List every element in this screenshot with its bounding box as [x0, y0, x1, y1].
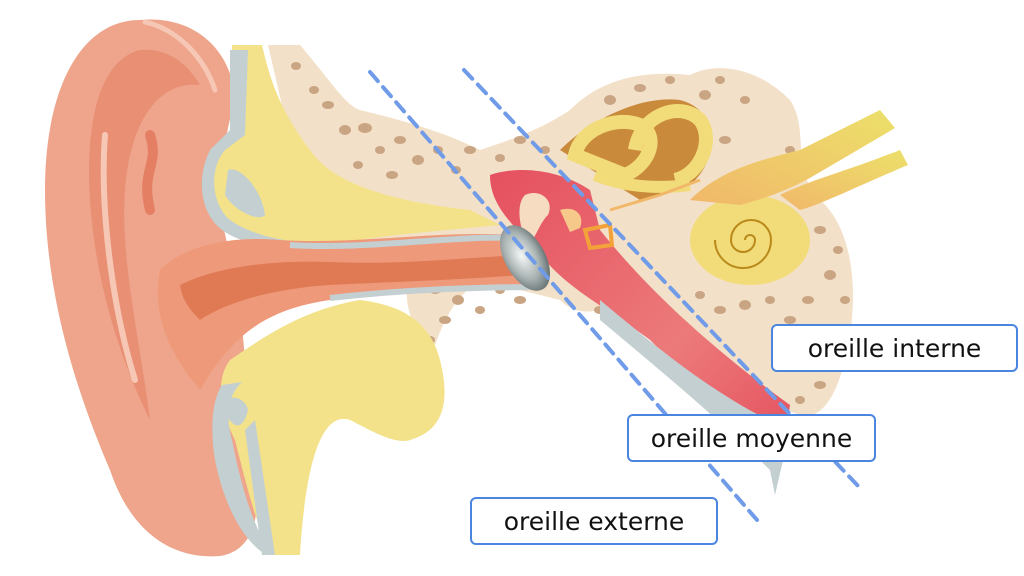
inner-ear [560, 99, 908, 285]
cochlea [690, 195, 810, 285]
label-inner-ear: oreille interne [771, 324, 1018, 372]
cartilage [201, 45, 500, 555]
ear-canal [157, 233, 541, 390]
eardrum [500, 225, 550, 291]
label-middle-ear: oreille moyenne [627, 414, 876, 462]
middle-ear-cavity [490, 170, 790, 495]
label-outer-ear: oreille externe [470, 497, 718, 545]
pinna [45, 19, 257, 557]
